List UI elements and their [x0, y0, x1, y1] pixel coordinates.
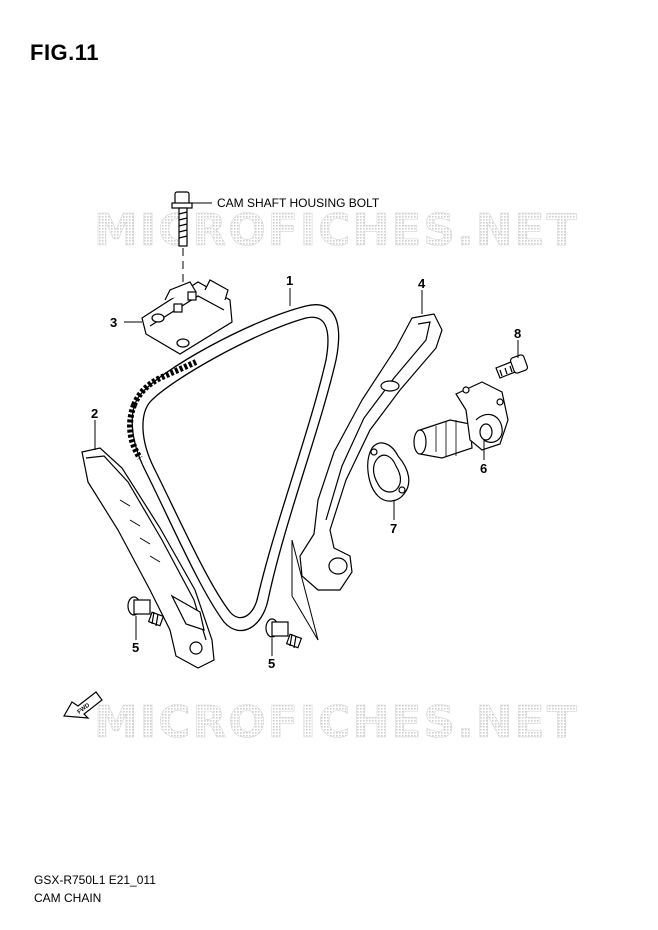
cam-chain	[127, 304, 340, 632]
chain-guide-bracket	[141, 279, 233, 355]
chain-tension-adjuster	[413, 381, 509, 459]
part-5b-label: 5	[268, 656, 275, 671]
page-title: FIG.11	[30, 40, 100, 65]
watermark-top: MICROFICHES.NET	[94, 205, 579, 256]
part-3-label: 3	[110, 315, 117, 330]
cam-shaft-housing-bolt	[171, 191, 193, 247]
part-4-label: 4	[418, 276, 426, 291]
watermark-bottom: MICROFICHES.NET	[94, 697, 579, 748]
tensioner-gasket	[367, 442, 410, 502]
assembly-reference-lines	[291, 539, 319, 641]
section-name: CAM CHAIN	[34, 891, 102, 905]
cam-chain-guide	[81, 447, 215, 669]
part-8-label: 8	[514, 326, 521, 341]
part-6-label: 6	[480, 461, 487, 476]
model-code: GSX-R750L1 E21_011	[34, 873, 156, 887]
part-2-label: 2	[91, 406, 98, 421]
guide-bolt-right	[265, 618, 303, 649]
part-5a-label: 5	[132, 640, 139, 655]
part-1-label: 1	[286, 273, 293, 288]
part-7-label: 7	[390, 521, 397, 536]
bolt-callout-text: CAM SHAFT HOUSING BOLT	[217, 196, 380, 210]
tensioner-bolt	[495, 354, 529, 379]
chain-tensioner-guide	[299, 313, 443, 591]
guide-bolt-left	[127, 596, 165, 627]
